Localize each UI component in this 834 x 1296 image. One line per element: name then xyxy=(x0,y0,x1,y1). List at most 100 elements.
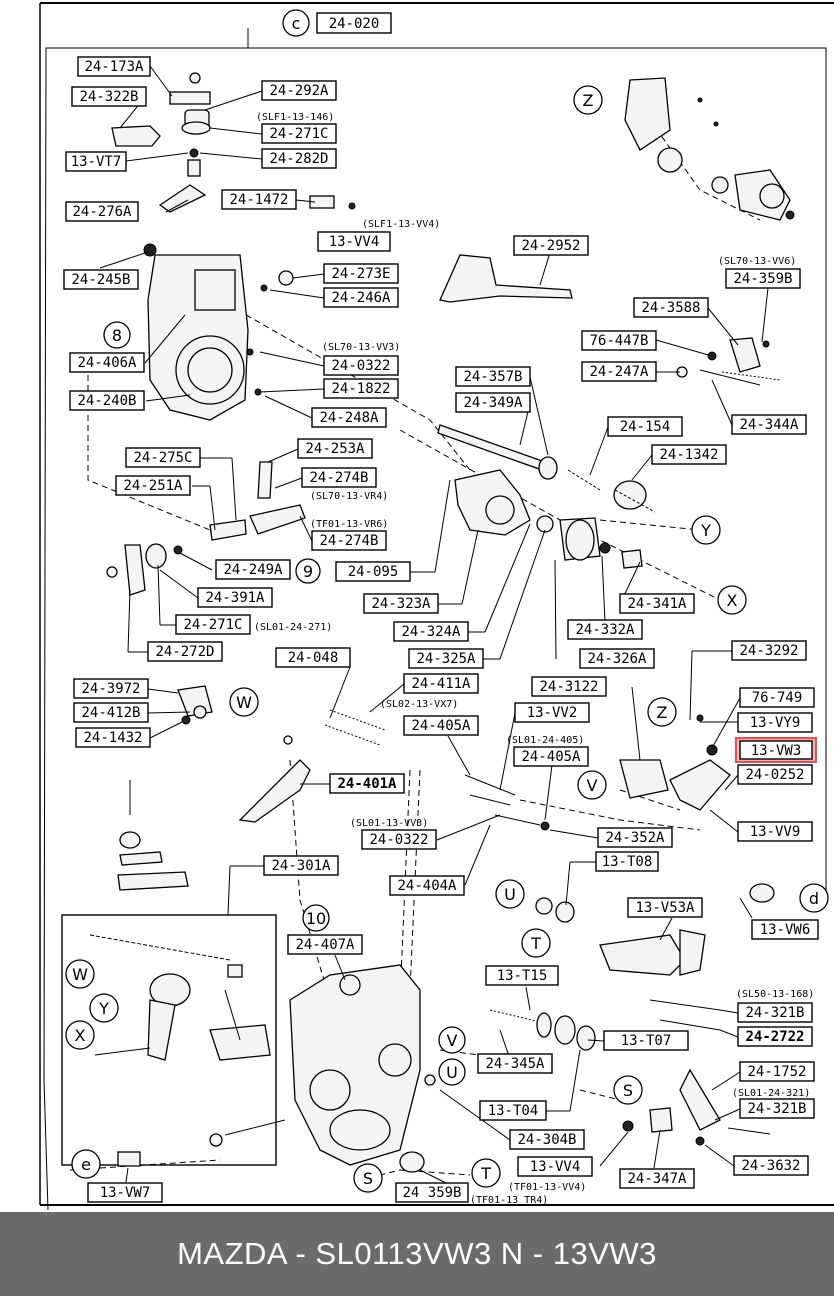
label-24-048: 24-048 xyxy=(288,650,339,666)
label-24-251A: 24-251A xyxy=(123,478,183,494)
label-24-245B: 24-245B xyxy=(71,272,130,288)
label-24-3632: 24-3632 xyxy=(741,1158,800,1174)
label-13-T04: 13-T04 xyxy=(488,1103,539,1119)
label-24-401A: 24-401A xyxy=(337,776,397,792)
label-24-304B: 24-304B xyxy=(517,1132,576,1148)
label-13-V53A: 13-V53A xyxy=(635,900,695,916)
label-SL01-24-271: (SL01-24-271) xyxy=(254,622,332,633)
label-24-405A: 24-405A xyxy=(411,718,471,734)
label-24-275C: 24-275C xyxy=(133,450,192,466)
label-24-359B: 24 359B xyxy=(402,1185,461,1201)
label-24-273E: 24-273E xyxy=(331,266,390,282)
label-SL70-13-VV6: (SL70-13-VV6) xyxy=(718,256,796,267)
label-24-0252: 24-0252 xyxy=(745,767,804,783)
label-TF01-13-VV4: (TF01-13-VV4) xyxy=(508,1182,586,1193)
label-24-274B: 24-274B xyxy=(319,533,378,549)
label-24-359B: 24-359B xyxy=(733,271,792,287)
label-24-1342: 24-1342 xyxy=(659,447,718,463)
label-24-405A: 24-405A xyxy=(521,749,581,765)
label-24-3972: 24-3972 xyxy=(81,681,140,697)
label-24-095: 24-095 xyxy=(348,564,399,580)
label-24-323A: 24-323A xyxy=(371,596,431,612)
label-e: e xyxy=(81,1155,91,1174)
label-24-271C: 24-271C xyxy=(269,126,328,142)
label-24-344A: 24-344A xyxy=(739,417,799,433)
label-13-VY9: 13-VY9 xyxy=(750,715,801,731)
label-TF01-13-VR6: (TF01-13-VR6) xyxy=(310,519,388,530)
label-24-271C: 24-271C xyxy=(183,617,242,633)
label-24-1472: 24-1472 xyxy=(229,192,288,208)
label-V: V xyxy=(447,1031,458,1050)
label-13-VV4: 13-VV4 xyxy=(329,234,380,250)
label-24-391A: 24-391A xyxy=(205,590,265,606)
label-24-240B: 24-240B xyxy=(77,393,136,409)
label-9: 9 xyxy=(303,562,313,581)
label-T: T xyxy=(530,934,541,953)
label-SL01-13-VV3: (SL01-13-VV3) xyxy=(350,818,428,829)
label-V: V xyxy=(587,776,598,795)
label-24-249A: 24-249A xyxy=(223,562,283,578)
label-Z: Z xyxy=(657,703,668,722)
highlighted-part-label[interactable]: 13-VW3 xyxy=(735,737,817,763)
label-24-2722: 24-2722 xyxy=(745,1029,804,1045)
label-S: S xyxy=(363,1169,373,1188)
label-13-VW3: 13-VW3 xyxy=(751,743,802,759)
label-SL01-24-405: (SL01-24-405) xyxy=(506,735,584,746)
caption-bar: MAZDA - SL0113VW3 N - 13VW3 xyxy=(0,1212,834,1296)
label-24-301A: 24-301A xyxy=(271,858,331,874)
label-SLF1-13-146: (SLF1-13-146) xyxy=(256,112,334,123)
label-24-404A: 24-404A xyxy=(397,878,457,894)
label-24-325A: 24-325A xyxy=(416,651,476,667)
label-24-352A: 24-352A xyxy=(605,830,665,846)
label-24-341A: 24-341A xyxy=(627,596,687,612)
label-13-VW7: 13-VW7 xyxy=(100,1185,151,1201)
label-24-246A: 24-246A xyxy=(331,290,391,306)
label-24-332A: 24-332A xyxy=(575,622,635,638)
label-13-T15: 13-T15 xyxy=(497,968,548,984)
label-24-282D: 24-282D xyxy=(269,151,328,167)
label-X: X xyxy=(75,1026,86,1045)
label-Z: Z xyxy=(583,91,594,110)
label-8: 8 xyxy=(112,326,122,345)
label-24-0322: 24-0322 xyxy=(369,832,428,848)
label-W: W xyxy=(72,965,88,984)
label-24-2952: 24-2952 xyxy=(521,238,580,254)
label-Y: Y xyxy=(700,521,711,540)
part-illustrations xyxy=(89,72,795,1173)
exploded-parts-diagram: 24-020 24-173A 24-322B 13-VT7 24-276A 24… xyxy=(39,2,834,1211)
label-13-T08: 13-T08 xyxy=(602,854,653,870)
label-24-321B: 24-321B xyxy=(747,1101,806,1117)
label-SL01-24-321: (SL01-24-321) xyxy=(732,1088,810,1099)
label-24-1432: 24-1432 xyxy=(83,730,142,746)
part-caption: MAZDA - SL0113VW3 N - 13VW3 xyxy=(177,1236,657,1271)
frame xyxy=(39,2,834,1211)
label-24-154: 24-154 xyxy=(620,419,671,435)
part-notes: (SLF1-13-146) (SLF1-13-VV4) (SL70-13-VV6… xyxy=(254,112,814,1206)
label-24-276A: 24-276A xyxy=(72,204,132,220)
label-24-407A: 24-407A xyxy=(295,937,355,953)
label-76-447B: 76-447B xyxy=(589,333,648,349)
label-24-357B: 24-357B xyxy=(463,369,522,385)
label-24-253A: 24-253A xyxy=(305,441,365,457)
label-24-349A: 24-349A xyxy=(463,395,523,411)
label-SL50-13-168: (SL50-13-168) xyxy=(736,989,814,1000)
reference-callouts: c Z 8 Y 9 X W Z V U d T 10 W Y X V U S e… xyxy=(65,9,829,1193)
part-labels: 24-020 24-173A 24-322B 13-VT7 24-276A 24… xyxy=(63,12,819,1203)
label-24-274B: 24-274B xyxy=(309,470,368,486)
label-24-247A: 24-247A xyxy=(589,364,649,380)
label-U: U xyxy=(504,885,516,904)
label-24-322B: 24-322B xyxy=(79,89,138,105)
label-24-412B: 24-412B xyxy=(81,705,140,721)
label-SL70-13-VR4: (SL70-13-VR4) xyxy=(310,491,388,502)
label-24-326A: 24-326A xyxy=(587,651,647,667)
label-13-VV2: 13-VV2 xyxy=(527,705,578,721)
label-24-1752: 24-1752 xyxy=(747,1064,806,1080)
label-24-345A: 24-345A xyxy=(485,1056,545,1072)
label-S: S xyxy=(623,1081,633,1100)
label-24-248A: 24-248A xyxy=(319,410,379,426)
label-24-411A: 24-411A xyxy=(411,676,471,692)
label-U: U xyxy=(446,1063,458,1082)
label-10: 10 xyxy=(306,909,326,928)
label-24-3122: 24-3122 xyxy=(539,679,598,695)
label-13-T07: 13-T07 xyxy=(621,1033,672,1049)
